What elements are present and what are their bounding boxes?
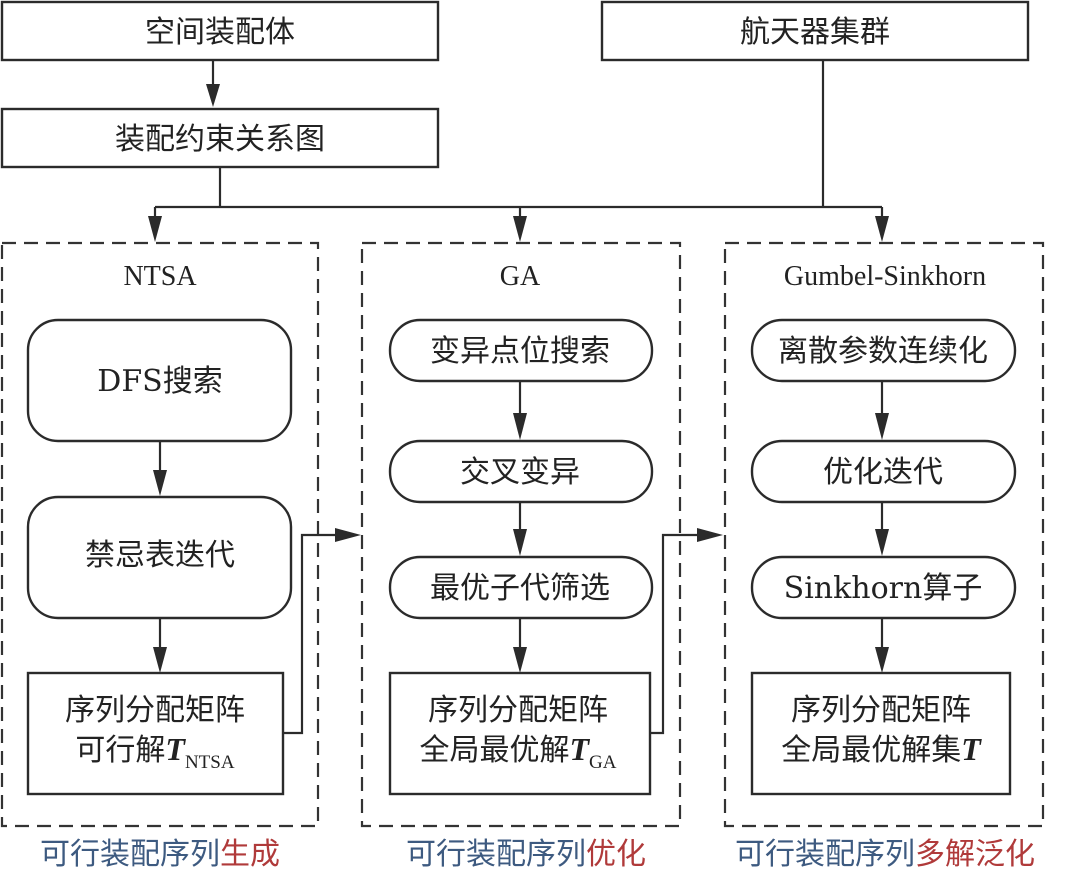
step-label: 变异点位搜索 — [430, 334, 610, 369]
caption-generation: 可行装配序列生成 — [40, 837, 280, 872]
step-label: DFS搜索 — [97, 364, 222, 399]
panel-title-ntsa: NTSA — [123, 261, 197, 292]
node-constraint-graph: 装配约束关系图 — [0, 107, 440, 169]
result-line1: 序列分配矩阵 — [428, 693, 608, 728]
result-gumbel-sinkhorn: 序列分配矩阵 全局最优解集T — [750, 671, 1012, 796]
step-gs-sinkhorn: Sinkhorn算子 — [750, 555, 1017, 620]
step-ga-selection: 最优子代筛选 — [388, 555, 654, 620]
connector-bus — [148, 60, 889, 242]
panel-gumbel-sinkhorn — [723, 241, 1045, 828]
step-label: 离散参数连续化 — [778, 334, 988, 369]
result-line1: 序列分配矩阵 — [791, 693, 971, 728]
result-line2: 全局最优解TGA — [420, 731, 617, 773]
node-space-assembly-label: 空间装配体 — [145, 15, 295, 50]
result-line2: 可行解TNTSA — [75, 731, 234, 773]
step-ntsa-dfs: DFS搜索 — [26, 318, 293, 443]
connector-assembly-to-graph — [206, 60, 220, 107]
step-label: 优化迭代 — [823, 455, 943, 490]
step-ntsa-tabu: 禁忌表迭代 — [26, 495, 293, 620]
panel-title-gumbel-sinkhorn: Gumbel-Sinkhorn — [784, 261, 986, 292]
step-gs-continuous: 离散参数连续化 — [750, 318, 1017, 383]
step-gs-iteration: 优化迭代 — [750, 439, 1017, 504]
node-spacecraft-cluster: 航天器集群 — [600, 0, 1030, 62]
result-ga: 序列分配矩阵 全局最优解TGA — [388, 671, 652, 796]
step-ga-crossover: 交叉变异 — [388, 439, 654, 504]
result-line1: 序列分配矩阵 — [65, 693, 245, 728]
connector-ntsa-to-ga — [283, 528, 361, 735]
panel-title-ga: GA — [500, 261, 541, 292]
panel-ga — [360, 241, 682, 828]
step-label: 交叉变异 — [460, 455, 580, 490]
caption-generalization: 可行装配序列多解泛化 — [735, 837, 1035, 872]
caption-optimization: 可行装配序列优化 — [406, 837, 646, 872]
node-space-assembly: 空间装配体 — [0, 0, 440, 62]
node-spacecraft-cluster-label: 航天器集群 — [740, 15, 890, 50]
step-label: 最优子代筛选 — [430, 571, 610, 606]
step-ga-mutation-search: 变异点位搜索 — [388, 318, 654, 383]
node-constraint-graph-label: 装配约束关系图 — [115, 122, 325, 157]
step-label: 禁忌表迭代 — [85, 538, 235, 573]
result-line2: 全局最优解集T — [781, 731, 982, 768]
step-label: Sinkhorn算子 — [784, 571, 983, 606]
result-ntsa: 序列分配矩阵 可行解TNTSA — [26, 671, 285, 796]
connector-ga-to-gumbel — [650, 528, 723, 735]
